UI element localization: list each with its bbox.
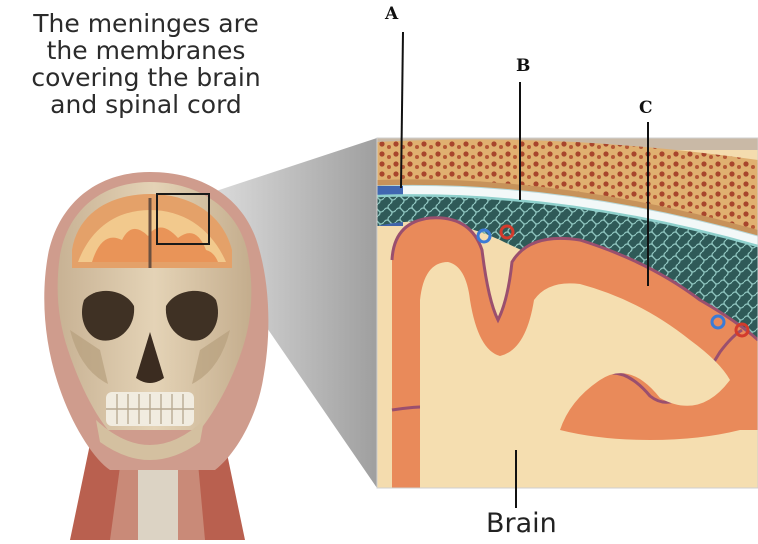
meninges-cross-section — [377, 138, 758, 488]
label-b: B — [516, 56, 530, 76]
label-a: A — [385, 4, 398, 24]
label-brain: Brain — [486, 508, 557, 539]
label-c: C — [639, 98, 653, 118]
